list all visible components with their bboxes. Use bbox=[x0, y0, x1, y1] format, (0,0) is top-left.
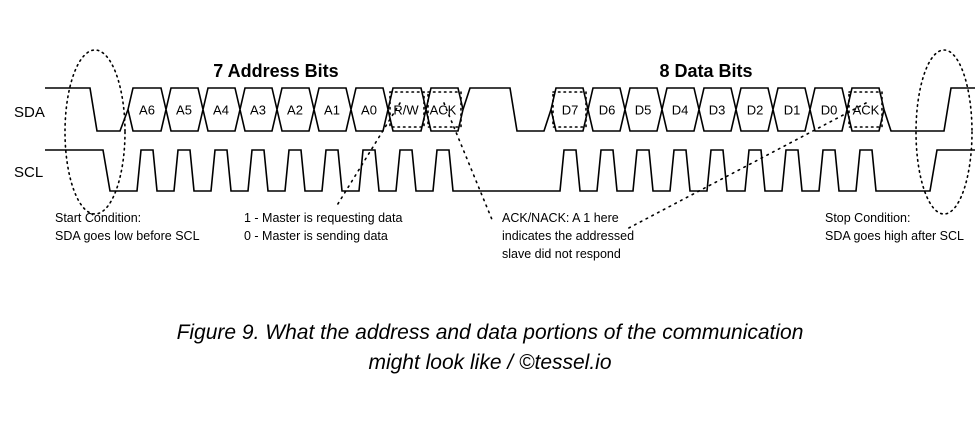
address-bit-labels: A6 A5 A4 A3 A2 A1 A0 R/W ACK bbox=[139, 103, 457, 118]
scl-clock-line bbox=[45, 149, 975, 192]
address-bit-a0: A0 bbox=[361, 103, 377, 118]
data-bit-d3: D3 bbox=[709, 103, 726, 118]
data-bit-ack: ACK bbox=[853, 103, 880, 118]
data-bit-d2: D2 bbox=[747, 103, 764, 118]
ack-nack-note: ACK/NACK: A 1 here indicates the address… bbox=[502, 211, 634, 261]
highlight-box-3 bbox=[848, 91, 883, 128]
caption-line-2: might look like / ©tessel.io bbox=[368, 351, 612, 374]
data-bit-d4: D4 bbox=[672, 103, 689, 118]
caption-line-1: Figure 9. What the address and data port… bbox=[176, 321, 804, 344]
start-condition-ellipse bbox=[64, 49, 126, 215]
sda-bit-cells bbox=[550, 87, 885, 132]
svg-text:ACK/NACK: A 1 here: ACK/NACK: A 1 here bbox=[502, 211, 619, 225]
sda-stop-segment bbox=[883, 87, 975, 132]
sda-bit-cells bbox=[127, 87, 464, 132]
svg-text:0 - Master is sending data: 0 - Master is sending data bbox=[244, 229, 388, 243]
sda-start-segment bbox=[45, 87, 129, 132]
highlight-box-2 bbox=[552, 91, 587, 128]
data-ack-pointer-line bbox=[624, 102, 867, 231]
scl-waveform bbox=[45, 149, 975, 192]
address-bit-r-w: R/W bbox=[393, 103, 419, 118]
data-bit-labels: D7 D6 D5 D4 D3 D2 D1 D0 ACK bbox=[562, 103, 880, 118]
sda-gap-segment bbox=[462, 87, 552, 132]
sda-label: SDA bbox=[14, 104, 45, 121]
address-bit-ack: ACK bbox=[430, 103, 457, 118]
highlight-box-0 bbox=[389, 91, 425, 128]
svg-text:SDA goes low before SCL: SDA goes low before SCL bbox=[55, 229, 200, 243]
stop-condition-ellipse bbox=[915, 49, 973, 215]
address-bits-header: 7 Address Bits bbox=[213, 61, 338, 81]
address-bit-a5: A5 bbox=[176, 103, 192, 118]
svg-text:SDA goes high after SCL: SDA goes high after SCL bbox=[825, 229, 964, 243]
data-bit-d6: D6 bbox=[599, 103, 616, 118]
data-bit-d1: D1 bbox=[784, 103, 801, 118]
svg-text:slave did not respond: slave did not respond bbox=[502, 247, 621, 261]
svg-text:Start Condition:: Start Condition: bbox=[55, 211, 141, 225]
address-bit-a2: A2 bbox=[287, 103, 303, 118]
address-bit-a1: A1 bbox=[324, 103, 340, 118]
data-bits-header: 8 Data Bits bbox=[659, 61, 752, 81]
rw-note: 1 - Master is requesting data 0 - Master… bbox=[244, 211, 402, 243]
address-bit-a6: A6 bbox=[139, 103, 155, 118]
data-bit-d0: D0 bbox=[821, 103, 838, 118]
highlight-box-1 bbox=[427, 91, 462, 128]
sda-waveform bbox=[45, 87, 975, 132]
ack-pointer-line bbox=[443, 102, 494, 223]
stop-condition-note: Stop Condition: SDA goes high after SCL bbox=[825, 211, 964, 243]
data-bit-d5: D5 bbox=[635, 103, 652, 118]
address-bit-a3: A3 bbox=[250, 103, 266, 118]
figure-caption: Figure 9. What the address and data port… bbox=[0, 318, 980, 378]
address-bit-a4: A4 bbox=[213, 103, 229, 118]
data-bit-d7: D7 bbox=[562, 103, 579, 118]
svg-text:1 - Master is requesting data: 1 - Master is requesting data bbox=[244, 211, 402, 225]
start-condition-note: Start Condition: SDA goes low before SCL bbox=[55, 211, 200, 243]
scl-label: SCL bbox=[14, 164, 43, 181]
svg-text:Stop Condition:: Stop Condition: bbox=[825, 211, 910, 225]
svg-text:indicates the addressed: indicates the addressed bbox=[502, 229, 634, 243]
